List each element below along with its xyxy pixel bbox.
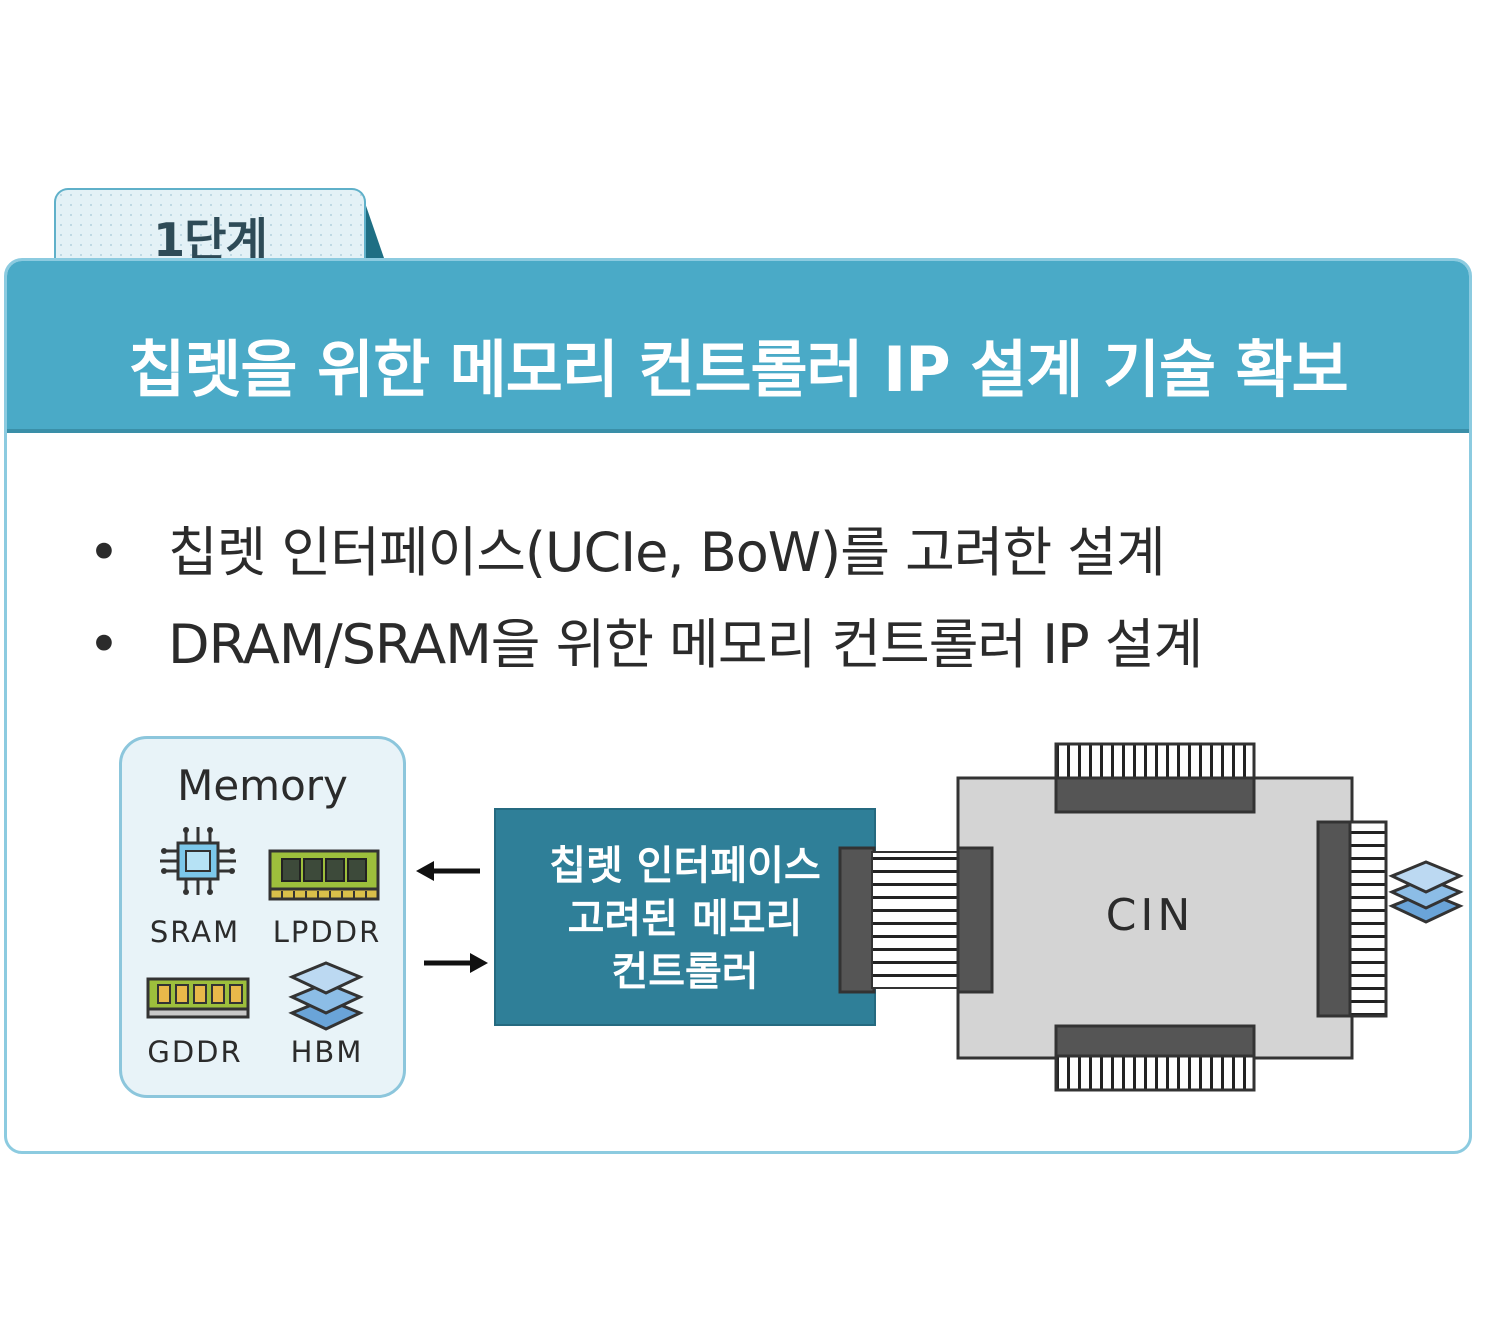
bullet-item: • 칩렛 인터페이스(UCIe, BoW)를 고려한 설계 <box>88 508 1166 587</box>
arrow-left-icon <box>416 861 480 881</box>
chip-icon <box>160 827 236 895</box>
ram-module-icon <box>268 849 380 901</box>
stage-tab-fold <box>364 200 384 258</box>
memory-label-sram: SRAM <box>149 915 241 949</box>
arrow-right-icon <box>424 953 488 973</box>
memory-title: Memory <box>177 761 348 810</box>
memory-box: Memory SRAM LPDDR <box>119 736 406 1098</box>
cin-body <box>956 776 1354 1060</box>
memory-label-hbm: HBM <box>290 1035 364 1069</box>
stacked-layers-icon <box>1388 860 1464 924</box>
memory-label-lpddr: LPDDR <box>272 915 382 949</box>
bullet-marker: • <box>88 521 120 584</box>
stacked-layers-icon <box>288 961 364 1031</box>
cin-chiplet-diagram <box>838 742 1464 1092</box>
bullet-text: 칩렛 인터페이스(UCIe, BoW)를 고려한 설계 <box>168 521 1166 584</box>
ram-stick-icon <box>146 977 250 1019</box>
controller-label: 칩렛 인터페이스 고려된 메모리 컨트롤러 <box>549 843 821 995</box>
cin-label: CIN <box>1105 890 1195 941</box>
card-header: 칩렛을 위한 메모리 컨트롤러 IP 설계 기술 확보 <box>7 261 1469 433</box>
bullet-marker: • <box>88 613 120 676</box>
memory-controller-box: 칩렛 인터페이스 고려된 메모리 컨트롤러 <box>494 808 876 1026</box>
bullet-item: • DRAM/SRAM을 위한 메모리 컨트롤러 IP 설계 <box>88 600 1203 679</box>
memory-label-gddr: GDDR <box>147 1035 243 1069</box>
bullet-text: DRAM/SRAM을 위한 메모리 컨트롤러 IP 설계 <box>168 613 1203 676</box>
card-title: 칩렛을 위한 메모리 컨트롤러 IP 설계 기술 확보 <box>128 333 1348 406</box>
